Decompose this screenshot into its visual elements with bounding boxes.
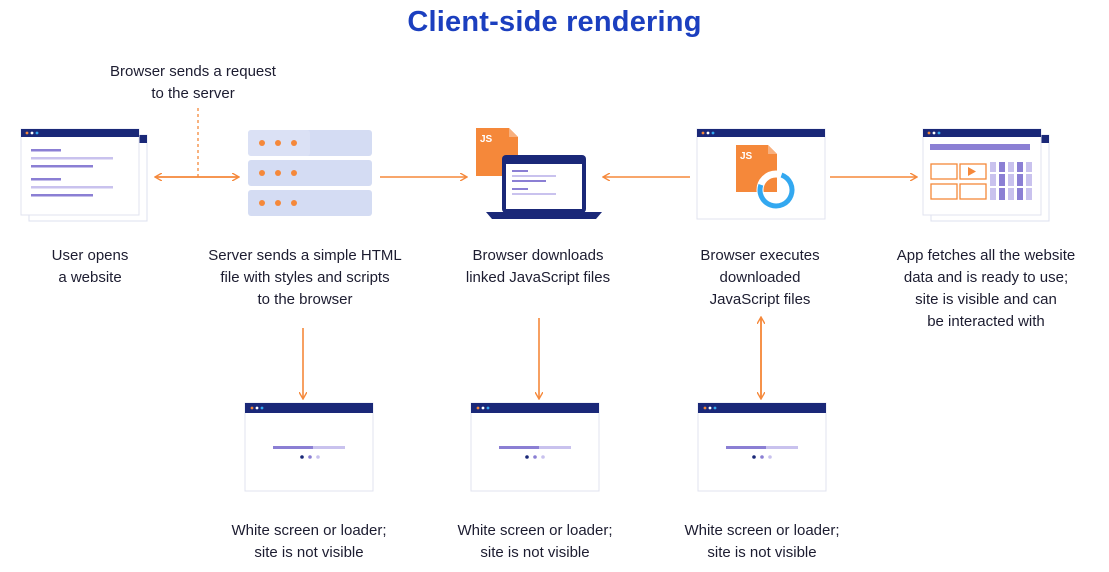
browser-page-icon	[20, 128, 148, 222]
loader-caption-1: White screen or loader; site is not visi…	[231, 522, 387, 561]
diagram-title: Client-side rendering	[407, 6, 702, 38]
loader-window-1	[244, 402, 374, 492]
loader-caption-2: White screen or loader; site is not visi…	[457, 522, 613, 561]
server-icon	[248, 130, 372, 216]
step-label-browser-downloads: Browser downloads linked JavaScript file…	[465, 247, 611, 286]
step-label-browser-executes: Browser executes downloaded JavaScript f…	[700, 247, 820, 308]
app-page-icon	[922, 128, 1050, 222]
js-badge-text: JS	[480, 134, 493, 145]
step-label-app-ready: App fetches all the website data and is …	[896, 247, 1076, 330]
connector-user-server	[156, 108, 238, 177]
browser-executing-icon: JS	[696, 128, 826, 220]
loader-caption-3: White screen or loader; site is not visi…	[684, 522, 840, 561]
request-note: Browser sends a request to the server	[110, 63, 276, 102]
step-label-server-sends: Server sends a simple HTML file with sty…	[208, 247, 402, 308]
loader-window-3	[697, 402, 827, 492]
loader-window-2	[470, 402, 600, 492]
step-label-user-opens: User opens a website	[51, 247, 129, 286]
laptop-js-icon: JS	[476, 128, 602, 219]
js-badge-text-2: JS	[740, 151, 753, 162]
